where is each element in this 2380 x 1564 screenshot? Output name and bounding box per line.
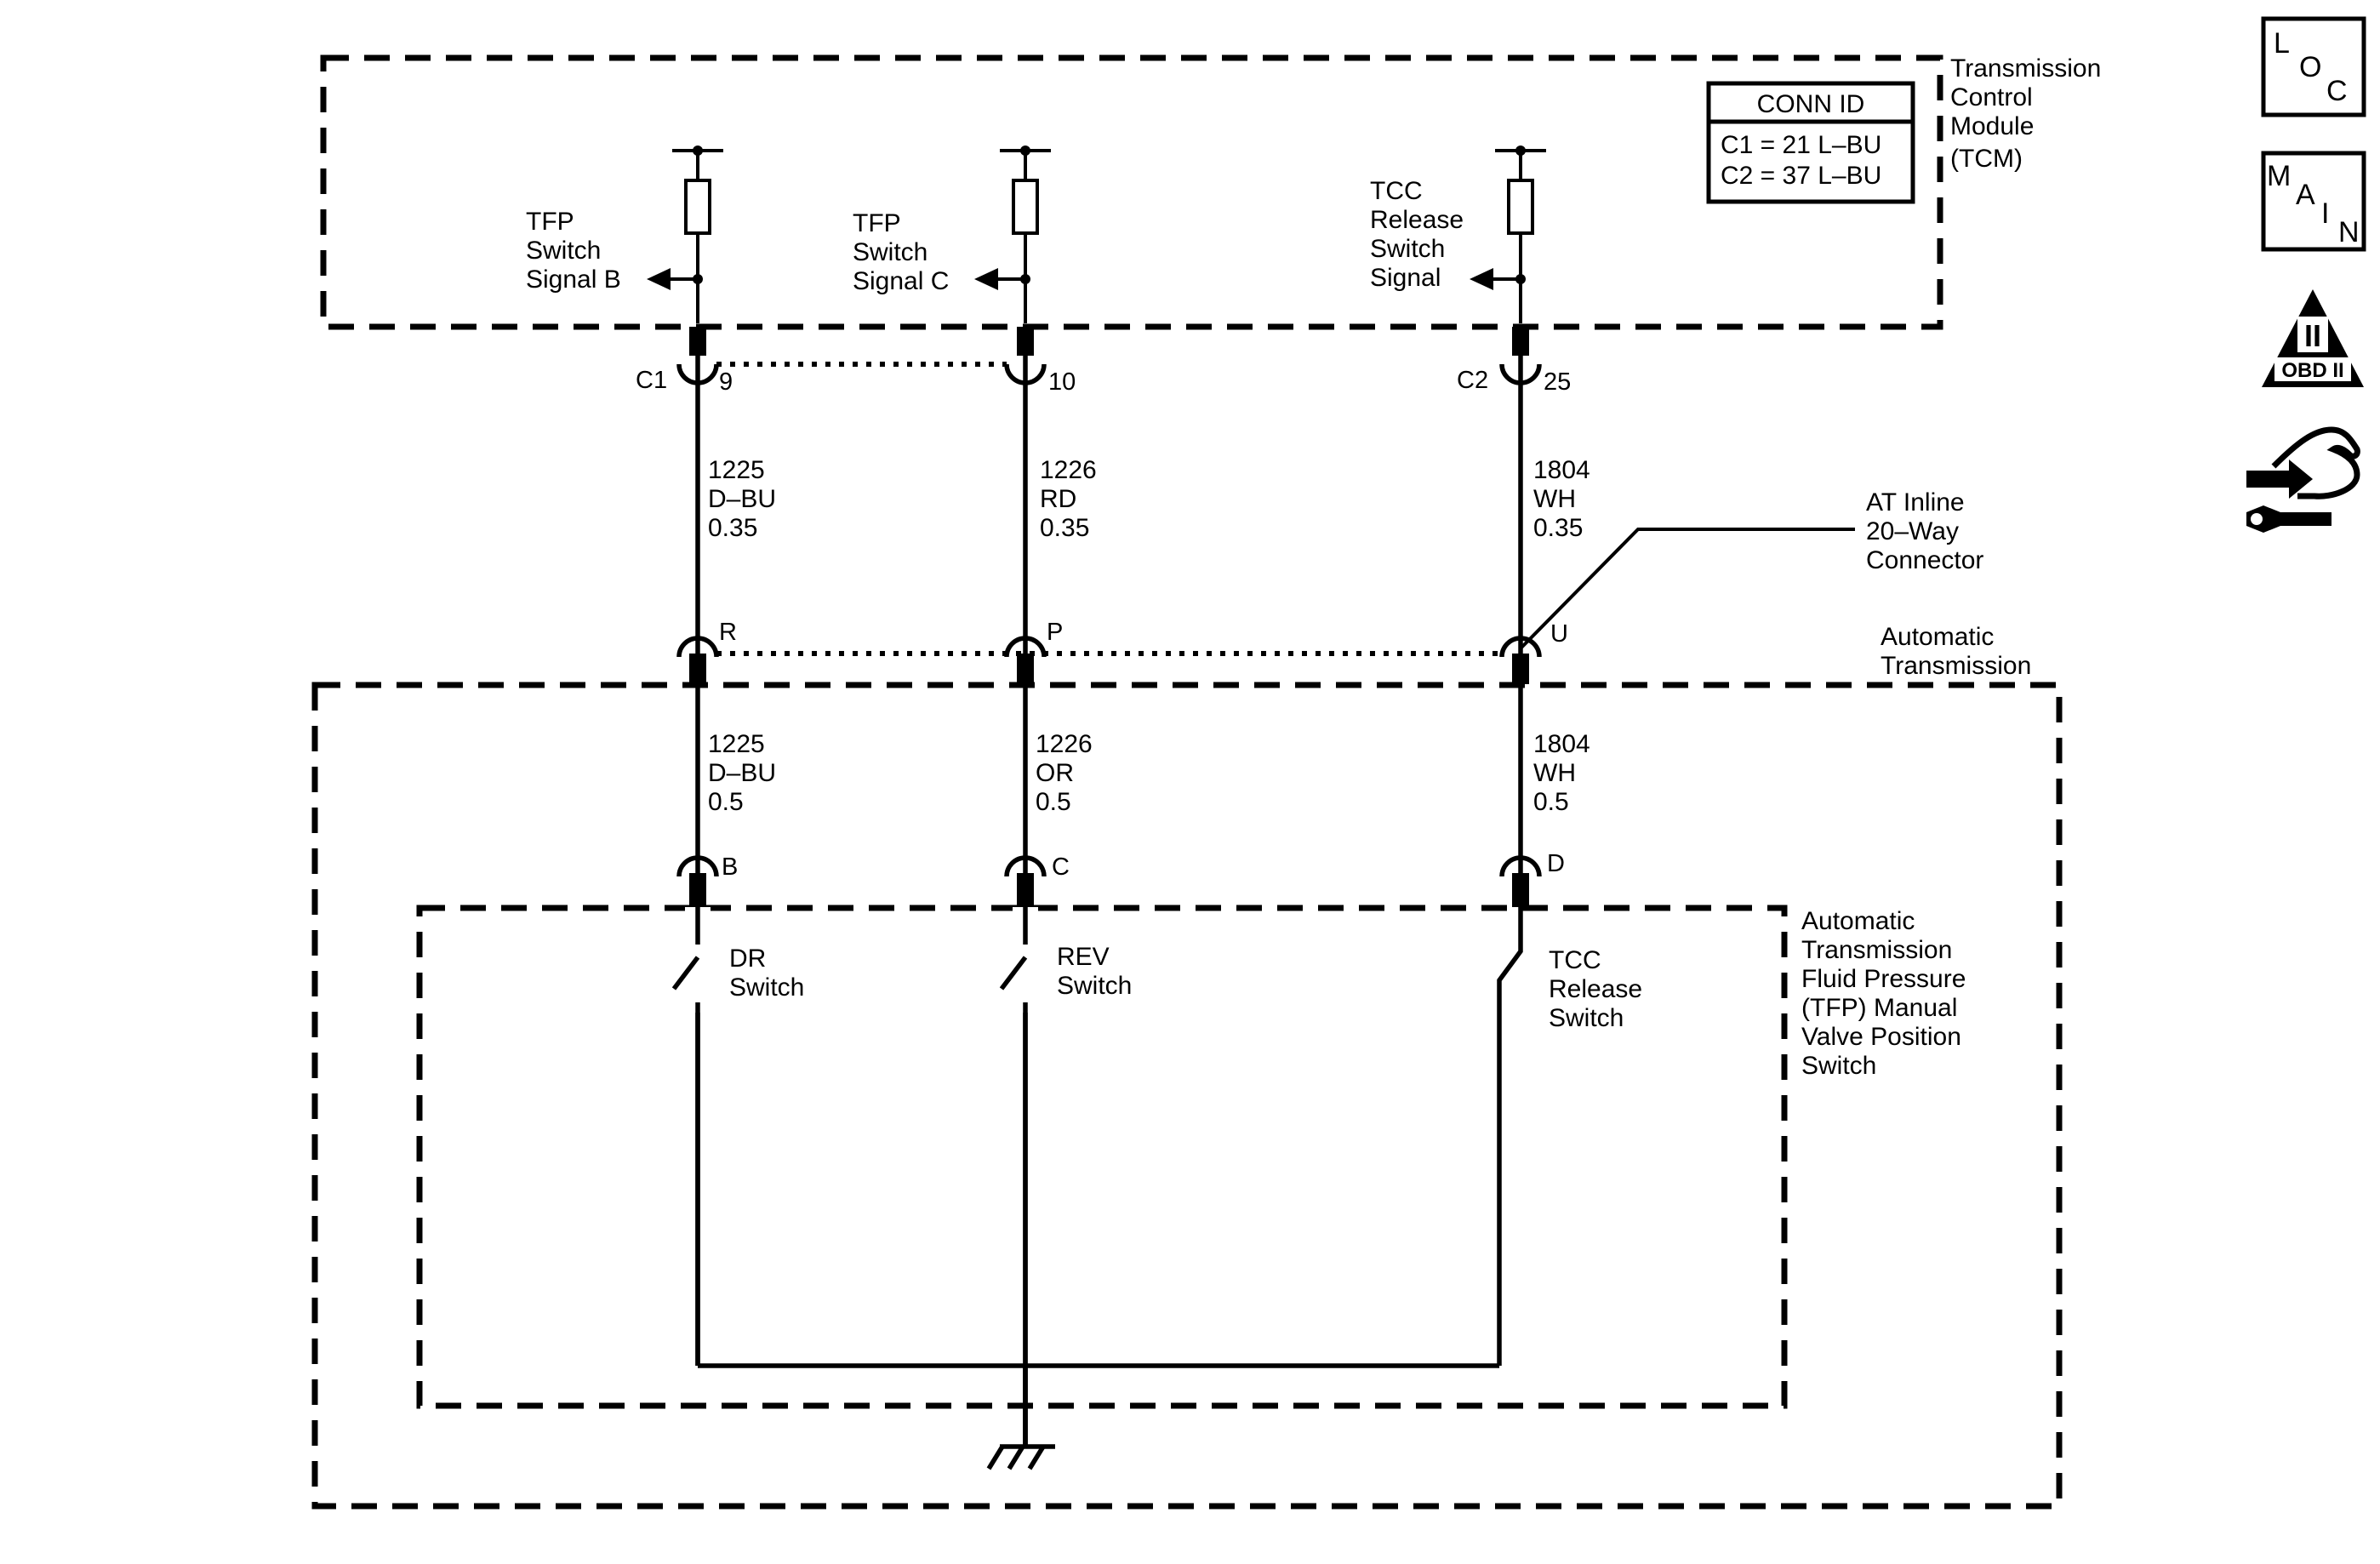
conn-id-title: CONN ID — [1757, 90, 1865, 118]
wire-1226-upper-label: 1226 RD 0.35 — [1040, 456, 1104, 542]
tfp-switch-signal-b-label: TFP Switch Signal B — [526, 208, 621, 294]
wire-1226-lower-label: 1226 OR 0.5 — [1036, 730, 1099, 816]
pin-c-label: C — [1052, 853, 1070, 881]
svg-text:O: O — [2299, 51, 2321, 83]
wire-1804-upper-label: 1804 WH 0.35 — [1533, 456, 1597, 542]
tcm-circuit-tcc — [1470, 146, 1546, 323]
svg-text:A: A — [2296, 179, 2315, 211]
loc-icon[interactable]: L O C — [2261, 16, 2366, 117]
inline-connector-label: AT Inline 20–Way Connector — [1866, 488, 1983, 574]
switch-connector-pin-c — [1004, 855, 1047, 907]
automatic-transmission-label: Automatic Transmission — [1881, 623, 2031, 680]
tcm-boundary — [320, 54, 1943, 330]
switch-connector-pin-b — [676, 855, 719, 907]
tcm-circuit-tfp-c — [974, 146, 1051, 323]
automatic-transmission-boundary — [311, 682, 2063, 1510]
pin-25-label: 25 — [1544, 368, 1571, 396]
repair-hand-wrench-icon[interactable] — [2246, 426, 2360, 533]
wire-1804 — [1497, 327, 1523, 1366]
svg-text:OBD II: OBD II — [2281, 359, 2343, 382]
tcm-label: Transmission Control Module (TCM) — [1950, 54, 2109, 173]
inline-connector-pin-u — [1499, 636, 1542, 684]
switch-connector-pin-d — [1499, 855, 1542, 907]
pin-u-label: U — [1550, 620, 1568, 648]
pin-10-label: 10 — [1048, 368, 1076, 396]
tcc-release-switch-signal-label: TCC Release Switch Signal — [1370, 177, 1470, 292]
dr-switch-label: DR Switch — [729, 945, 804, 1002]
svg-text:M: M — [2267, 160, 2291, 192]
connector-c2-pin-25 — [1499, 327, 1542, 385]
obd-ii-icon[interactable]: II OBD II — [2262, 289, 2364, 387]
svg-text:I: I — [2321, 197, 2329, 230]
connector-c2-label: C2 — [1457, 367, 1488, 394]
svg-text:N: N — [2338, 216, 2360, 248]
main-icon[interactable]: M A I N — [2261, 151, 2366, 252]
tfp-switch-boundary — [416, 905, 1788, 1409]
pin-p-label: P — [1047, 619, 1063, 646]
wire-1225-lower-label: 1225 D–BU 0.5 — [708, 730, 783, 816]
wire-1804-lower-label: 1804 WH 0.5 — [1533, 730, 1597, 816]
ground-symbol — [986, 1366, 1055, 1470]
connector-c1-pin-9 — [676, 327, 719, 385]
tfp-switch-signal-c-label: TFP Switch Signal C — [853, 209, 949, 295]
tcc-release-switch-label: TCC Release Switch — [1549, 946, 1649, 1032]
rev-switch-label: REV Switch — [1057, 943, 1132, 1000]
wire-1225-upper-label: 1225 D–BU 0.35 — [708, 456, 783, 542]
pin-d-label: D — [1547, 850, 1565, 877]
pin-r-label: R — [719, 619, 737, 646]
conn-id-box: CONN ID C1 = 21 L–BU C2 = 37 L–BU — [1706, 81, 1915, 204]
tcm-circuit-tfp-b — [647, 146, 723, 323]
tfp-switch-assembly-label: Automatic Transmission Fluid Pressure (T… — [1801, 907, 1973, 1080]
conn-id-row-c1: C1 = 21 L–BU — [1721, 131, 1881, 159]
pin-b-label: B — [722, 853, 738, 881]
inline-connector-pin-p — [1004, 636, 1047, 684]
inline-connector-pin-r — [676, 636, 719, 684]
connector-c1-label: C1 — [636, 367, 667, 394]
svg-text:C: C — [2326, 75, 2348, 107]
pin-9-label: 9 — [719, 368, 733, 396]
inline-connector-leader — [1519, 528, 1855, 650]
dr-switch — [671, 907, 711, 1366]
svg-text:L: L — [2274, 27, 2290, 60]
svg-text:II: II — [2304, 318, 2321, 353]
conn-id-row-c2: C2 = 37 L–BU — [1721, 162, 1881, 190]
connector-c1-pin-10 — [1004, 327, 1047, 385]
